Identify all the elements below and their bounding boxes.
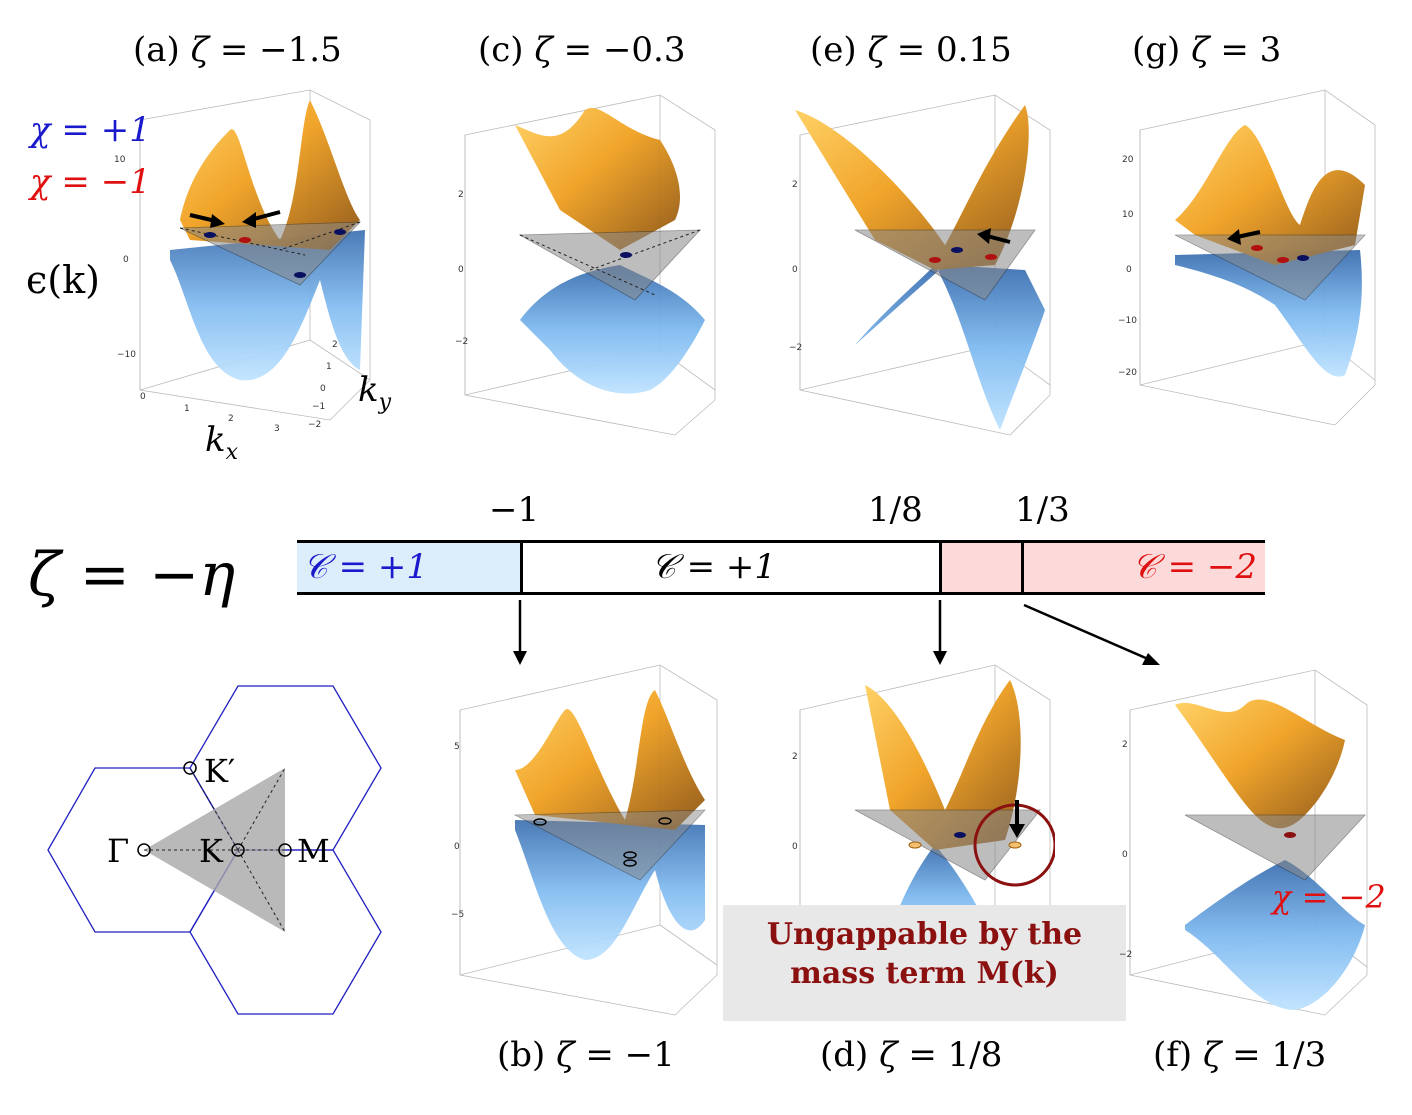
ztick: −5 xyxy=(451,910,465,920)
phase-segment-4: 𝒞 = −2 xyxy=(1024,543,1265,592)
ztick: 5 xyxy=(454,742,460,752)
panel-title-a: (a) ζ = −1.5 xyxy=(133,30,342,70)
phase-arrows xyxy=(513,600,1160,665)
ztick: 2 xyxy=(1122,740,1128,750)
band-plot-g xyxy=(1139,89,1376,426)
ztick: 2 xyxy=(458,190,464,200)
chern-label: 𝒞 = +1 xyxy=(303,547,429,587)
note-line-1: Ungappable by the xyxy=(766,917,1083,952)
ztick: 20 xyxy=(1122,155,1134,165)
phase-divider xyxy=(520,540,523,595)
band-plot-e xyxy=(795,94,1051,436)
ky-axis-label: ky xyxy=(358,370,392,415)
ztick: 0 xyxy=(1122,850,1128,860)
bz-point-m: M xyxy=(297,832,330,870)
chern-label: 𝒞 = −2 xyxy=(1131,547,1257,587)
kx-tick: 2 xyxy=(228,414,234,424)
phase-divider xyxy=(1021,540,1024,595)
ztick: −2 xyxy=(455,337,469,347)
ztick: 10 xyxy=(1122,210,1134,220)
kx-tick: 0 xyxy=(140,392,146,402)
boundary-minus1: −1 xyxy=(489,490,540,530)
panel-title-f: (f) ζ = 1/3 xyxy=(1153,1035,1327,1075)
band-plot-f xyxy=(1129,669,1368,1016)
chirality-plus-label: χ = +1 xyxy=(30,110,151,150)
kx-tick: 3 xyxy=(274,424,280,434)
ztick: −10 xyxy=(117,350,136,360)
bz-point-k: K xyxy=(199,832,223,870)
boundary-1-3: 1/3 xyxy=(1015,490,1070,530)
chirality-minus2-label: χ = −2 xyxy=(1272,878,1386,916)
ztick: 0 xyxy=(792,265,798,275)
zeta-eta-relation: ζ = −η xyxy=(28,540,236,610)
ztick: −2 xyxy=(1119,950,1133,960)
ztick: 2 xyxy=(792,180,798,190)
note-line-2: mass term M(k) xyxy=(790,956,1059,991)
ztick: 0 xyxy=(454,842,460,852)
phase-divider xyxy=(939,540,942,595)
band-plot-b xyxy=(459,664,718,1016)
phase-segment-2: 𝒞 = +1 xyxy=(523,543,939,592)
phase-segment-3 xyxy=(942,543,1021,592)
ztick: 0 xyxy=(792,842,798,852)
bz-point-gamma: Γ xyxy=(107,832,130,870)
band-plot-c xyxy=(464,94,716,436)
band-plot-a xyxy=(139,89,371,421)
ztick: 0 xyxy=(1126,265,1132,275)
ztick: 0 xyxy=(458,265,464,275)
energy-axis-label: ϵ(k) xyxy=(26,258,100,302)
ky-tick: 2 xyxy=(332,340,338,350)
ztick: −10 xyxy=(1118,316,1137,326)
chirality-minus-label: χ = −1 xyxy=(30,162,151,202)
brillouin-zone xyxy=(47,685,382,1015)
ky-tick: 1 xyxy=(326,362,332,372)
panel-title-b: (b) ζ = −1 xyxy=(497,1035,675,1075)
ztick: −2 xyxy=(789,343,803,353)
panel-title-e: (e) ζ = 0.15 xyxy=(810,30,1012,70)
ky-tick: 0 xyxy=(320,384,326,394)
ztick: 0 xyxy=(123,255,129,265)
panel-title-d: (d) ζ = 1/8 xyxy=(820,1035,1003,1075)
ky-tick: −1 xyxy=(312,402,326,412)
panel-title-c: (c) ζ = −0.3 xyxy=(478,30,686,70)
phase-bar: 𝒞 = +1 𝒞 = +1 𝒞 = −2 xyxy=(297,540,1265,595)
ztick: −20 xyxy=(1118,368,1137,378)
kx-tick: 1 xyxy=(184,404,190,414)
ky-tick: −2 xyxy=(308,420,322,430)
phase-segment-1: 𝒞 = +1 xyxy=(297,543,520,592)
kx-axis-label: kx xyxy=(205,420,239,465)
chern-label: 𝒞 = +1 xyxy=(651,547,777,587)
panel-title-g: (g) ζ = 3 xyxy=(1132,30,1282,70)
boundary-1-8: 1/8 xyxy=(868,490,923,530)
ungappable-note: Ungappable by the mass term M(k) xyxy=(723,905,1126,1021)
ztick: 2 xyxy=(792,752,798,762)
ztick: 10 xyxy=(114,155,126,165)
bz-point-kprime: K′ xyxy=(204,752,236,790)
